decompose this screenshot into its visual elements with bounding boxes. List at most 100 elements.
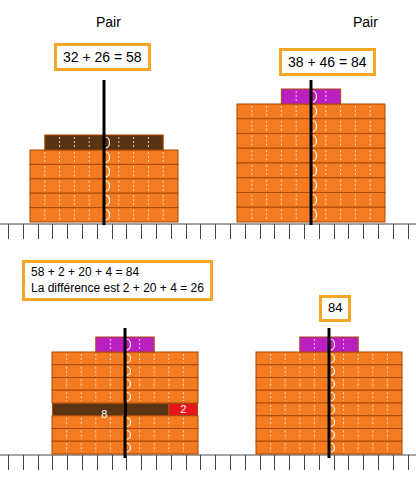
ruler-line — [0, 455, 416, 456]
unit-divider — [168, 367, 169, 376]
pole-mark — [106, 137, 110, 148]
unit-divider — [74, 137, 75, 148]
ruler-tick — [304, 224, 305, 239]
pole-mark — [313, 180, 317, 191]
unit-divider — [372, 431, 373, 440]
unit-divider — [183, 443, 184, 452]
unit-divider — [59, 181, 60, 191]
unit-divider — [325, 165, 326, 176]
unit-divider — [370, 165, 371, 176]
unit-divider — [59, 210, 60, 220]
unit-divider — [296, 121, 297, 132]
unit-divider — [299, 405, 300, 414]
unit-divider — [183, 431, 184, 440]
ruler-tick — [8, 224, 9, 239]
unit-divider — [110, 380, 111, 389]
ruler-tick — [304, 455, 305, 470]
unit-divider — [139, 339, 140, 350]
unit-divider — [266, 209, 267, 220]
unit-divider — [251, 195, 252, 206]
unit-divider — [325, 91, 326, 102]
unit-divider — [270, 405, 271, 414]
ruler-tick — [97, 455, 98, 470]
ruler-tick — [230, 224, 231, 239]
unit-divider — [285, 418, 286, 427]
unit-divider — [95, 443, 96, 452]
unit-divider — [355, 136, 356, 147]
unit-divider — [154, 354, 155, 363]
unit-divider — [266, 150, 267, 161]
pole-mark — [331, 443, 335, 452]
unit-divider — [355, 180, 356, 191]
unit-divider — [343, 443, 344, 452]
ruler-tick — [38, 224, 39, 239]
ruler-tick — [112, 224, 113, 239]
unit-divider — [163, 181, 164, 191]
unit-divider — [81, 431, 82, 440]
unit-divider — [110, 367, 111, 376]
pole-mark — [331, 431, 335, 440]
unit-divider — [139, 431, 140, 440]
unit-divider — [314, 405, 315, 414]
unit-divider — [370, 106, 371, 117]
unit-divider — [270, 418, 271, 427]
unit-divider — [133, 195, 134, 205]
unit-divider — [139, 367, 140, 376]
unit-divider — [118, 195, 119, 205]
pole-mark — [313, 209, 317, 220]
pole-mark — [127, 380, 131, 389]
bar-number: 8 — [101, 409, 107, 420]
unit-divider — [340, 121, 341, 132]
unit-divider — [163, 195, 164, 205]
pole-mark — [313, 195, 317, 206]
unit-divider — [387, 367, 388, 376]
unit-divider — [340, 165, 341, 176]
unit-divider — [299, 443, 300, 452]
ruler-tick — [186, 455, 187, 470]
unit-divider — [285, 392, 286, 401]
unit-divider — [340, 150, 341, 161]
unit-divider — [343, 431, 344, 440]
unit-divider — [139, 392, 140, 401]
unit-divider — [110, 392, 111, 401]
ruler-tick — [171, 224, 172, 239]
ruler-tick — [319, 224, 320, 239]
pole-mark — [313, 106, 317, 117]
unit-divider — [95, 354, 96, 363]
unit-divider — [299, 380, 300, 389]
unit-divider — [387, 380, 388, 389]
unit-divider — [266, 195, 267, 206]
unit-divider — [299, 431, 300, 440]
unit-row-part: 2 — [169, 403, 198, 416]
ruler-tick — [23, 224, 24, 239]
ruler-tick — [82, 224, 83, 239]
unit-divider — [340, 180, 341, 191]
unit-divider — [281, 195, 282, 206]
unit-divider — [89, 166, 90, 176]
ruler-tick — [378, 455, 379, 470]
unit-divider — [66, 354, 67, 363]
equation-text: 58 + 2 + 20 + 4 = 84 — [31, 265, 204, 281]
ruler-tick — [8, 455, 9, 470]
unit-divider — [387, 431, 388, 440]
unit-divider — [148, 210, 149, 220]
ruler-tick — [260, 224, 261, 239]
unit-divider — [296, 150, 297, 161]
ruler-tick — [274, 455, 275, 470]
unit-divider — [281, 106, 282, 117]
unit-divider — [296, 165, 297, 176]
unit-divider — [89, 210, 90, 220]
unit-divider — [66, 392, 67, 401]
unit-divider — [163, 166, 164, 176]
equation-text: 32 + 26 = 58 — [63, 48, 142, 66]
unit-divider — [139, 418, 140, 427]
pole-mark — [127, 339, 131, 350]
ruler-tick — [186, 224, 187, 239]
unit-divider — [266, 106, 267, 117]
unit-divider — [340, 136, 341, 147]
unit-divider — [358, 431, 359, 440]
unit-divider — [296, 136, 297, 147]
unit-divider — [387, 418, 388, 427]
unit-divider — [358, 418, 359, 427]
